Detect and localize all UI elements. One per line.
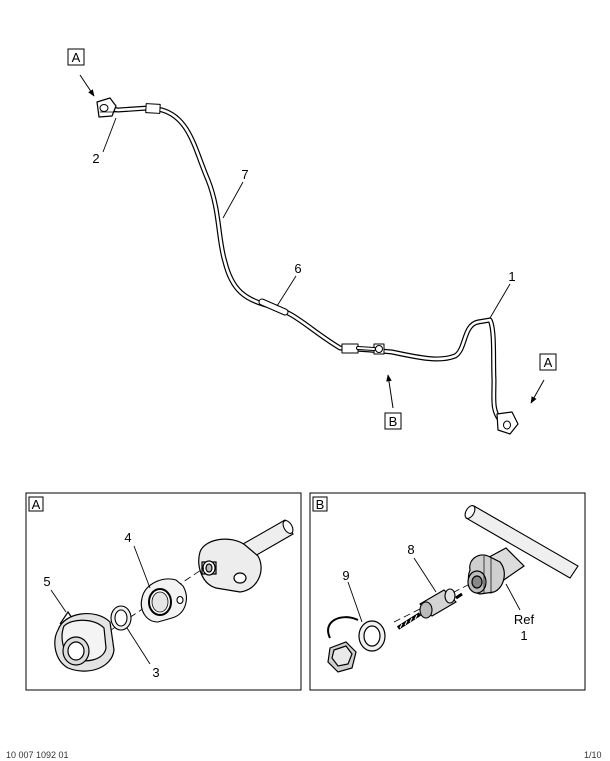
svg-text:A: A xyxy=(544,355,553,370)
detail-b-tube-tee xyxy=(464,505,579,579)
tube-assembly xyxy=(96,97,519,435)
detail-b-connector-body xyxy=(467,547,525,595)
ref-box-b: B xyxy=(384,412,402,430)
callout-ref: Ref xyxy=(514,612,535,627)
detail-b-valve-core xyxy=(396,588,463,630)
ref-box-a-right: A xyxy=(539,353,557,371)
callout-3: 3 xyxy=(152,665,159,680)
detail-a-gasket xyxy=(140,578,187,623)
detail-a-panel: A xyxy=(25,492,302,691)
arrow-a-right xyxy=(530,379,545,404)
page-number: 1/10 xyxy=(584,750,602,760)
detail-a-washer xyxy=(110,605,132,631)
svg-text:A: A xyxy=(72,50,81,65)
callout-5: 5 xyxy=(43,574,50,589)
callout-6: 6 xyxy=(294,261,301,276)
svg-text:B: B xyxy=(389,414,398,429)
detail-a-flange-fitting xyxy=(198,538,262,593)
callout-7: 7 xyxy=(241,167,248,182)
tube-end-fitting-left xyxy=(96,97,117,118)
detail-b-dust-cap xyxy=(327,616,386,673)
arrow-a-top xyxy=(79,74,95,97)
callout-8: 8 xyxy=(407,542,414,557)
inline-connector xyxy=(341,343,385,355)
detail-b-title: B xyxy=(316,497,325,512)
tube-end-fitting-right xyxy=(496,411,519,435)
detail-b-panel: B xyxy=(309,492,586,691)
callout-1: 1 xyxy=(508,269,515,284)
callout-2: 2 xyxy=(92,151,99,166)
callout-4: 4 xyxy=(124,530,131,545)
drawing-number: 10 007 1092 01 xyxy=(6,750,69,760)
callout-ref-number: 1 xyxy=(520,628,527,643)
detail-a-title: A xyxy=(32,497,41,512)
callout-9: 9 xyxy=(342,568,349,583)
ref-box-a-top: A xyxy=(67,48,85,66)
arrow-b xyxy=(386,374,394,409)
view-arrows xyxy=(79,74,545,409)
leader-lines xyxy=(102,117,511,319)
detail-a-cap xyxy=(54,610,115,672)
